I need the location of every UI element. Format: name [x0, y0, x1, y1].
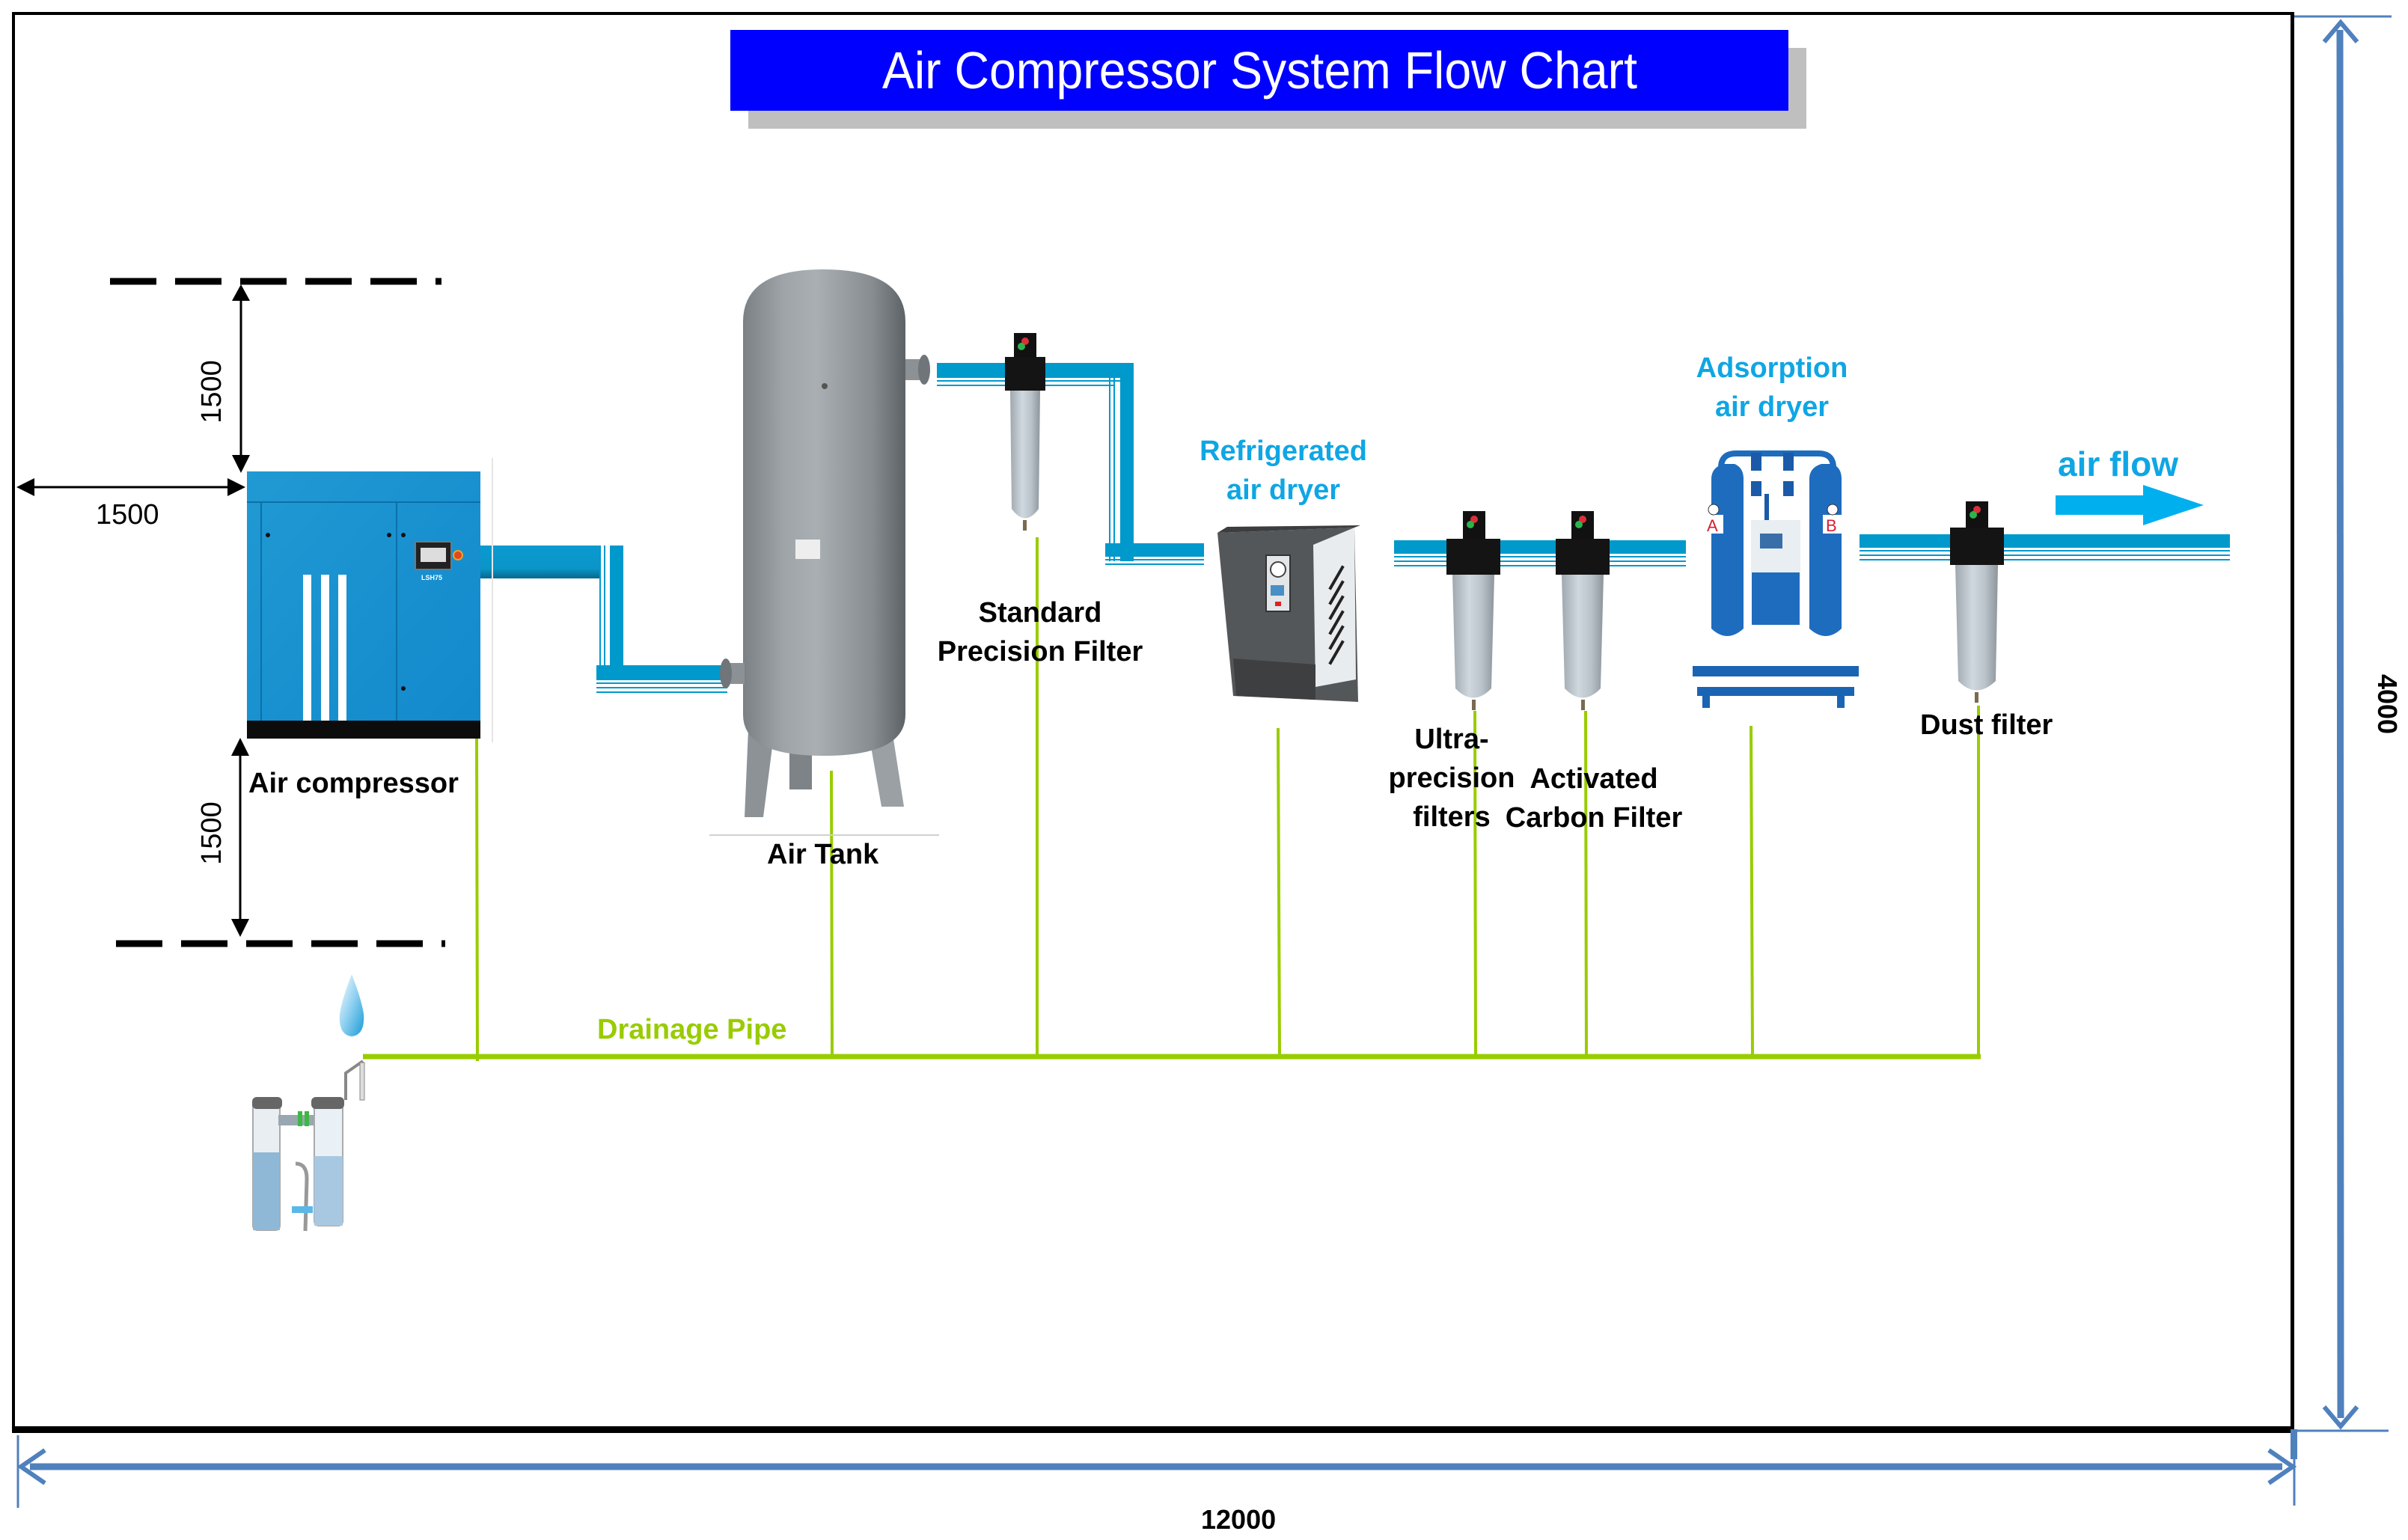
room-height-arrow — [2291, 15, 2392, 1459]
clearance-bottom-label: 1500 — [195, 801, 227, 865]
drainage-pipe — [363, 537, 1981, 1062]
room-width-label: 12000 — [1201, 1504, 1277, 1535]
refrigerated-air-dryer-label: Refrigerated air dryer — [1171, 432, 1396, 510]
ultra-precision-filter-unit[interactable] — [1446, 511, 1500, 710]
air-compressor-unit[interactable]: LSH75 — [247, 458, 493, 742]
tower-a-label: A — [1707, 516, 1718, 535]
standard-precision-filter-unit[interactable] — [1005, 333, 1045, 531]
water-drop-icon — [339, 974, 364, 1036]
adsorption-air-dryer-label: Adsorption air dryer — [1660, 349, 1884, 427]
drainage-pipe-label: Drainage Pipe — [597, 1014, 787, 1045]
dust-filter-label: Dust filter — [1920, 709, 2053, 741]
compressor-model-text: LSH75 — [421, 574, 442, 581]
activated-carbon-filter-unit[interactable] — [1556, 511, 1610, 710]
activated-carbon-filter-label: Activated Carbon Filter — [1497, 760, 1691, 837]
oil-water-separator-icon — [252, 1060, 365, 1232]
clearance-bottom-arrow — [231, 738, 249, 937]
standard-precision-filter-label-line-2: Precision Filter — [937, 636, 1143, 667]
pipe-adsorption-to-outlet — [1860, 534, 2230, 560]
adsorption-air-dryer-label-line-2: air dryer — [1714, 391, 1830, 423]
ultra-precision-filters-label: Ultra- precision filters — [1377, 720, 1527, 837]
page-title: Air Compressor System Flow Chart — [730, 30, 1788, 111]
clearance-left-arrow — [16, 478, 245, 496]
room-width-arrow — [16, 1435, 2297, 1508]
air-tank-vessel[interactable] — [709, 269, 939, 836]
page-title-text: Air Compressor System Flow Chart — [881, 41, 1637, 100]
pipe-tank-to-standard-filter — [937, 363, 1204, 565]
air-tank-label: Air Tank — [767, 839, 879, 870]
refrigerated-air-dryer-label-line-1: Refrigerated — [1200, 436, 1367, 467]
refrigerated-air-dryer-unit[interactable] — [1217, 525, 1360, 702]
refrigerated-air-dryer-label-line-2: air dryer — [1226, 474, 1341, 506]
dust-filter-unit[interactable] — [1950, 501, 2004, 703]
air-flow-label: air flow — [2058, 444, 2179, 483]
pipe-dryer-to-filters — [1394, 540, 1686, 566]
air-flow-arrow-icon — [2056, 485, 2204, 525]
clearance-top-arrow — [232, 284, 250, 473]
standard-precision-filter-label-line-1: Standard — [978, 597, 1102, 629]
activated-carbon-filter-label-line-2: Carbon Filter — [1505, 802, 1683, 834]
room-height-label: 4000 — [2372, 673, 2404, 735]
ultra-precision-filters-label-line-1: Ultra- — [1414, 724, 1489, 755]
tower-b-label: B — [1826, 516, 1837, 535]
ultra-precision-filters-label-line-3: filters — [1413, 801, 1491, 833]
room-outline — [12, 12, 2294, 1433]
standard-precision-filter-label: Standard Precision Filter — [928, 593, 1152, 671]
clearance-left-label: 1500 — [96, 499, 159, 531]
clearance-top-label: 1500 — [195, 360, 227, 424]
adsorption-air-dryer-label-line-1: Adsorption — [1696, 352, 1848, 384]
pipe-compressor-to-tank — [468, 546, 727, 693]
ultra-precision-filters-label-line-2: precision — [1388, 763, 1515, 794]
activated-carbon-filter-label-line-1: Activated — [1530, 763, 1658, 795]
air-compressor-label: Air compressor — [248, 768, 459, 799]
adsorption-air-dryer-unit[interactable]: A B — [1693, 450, 1859, 708]
